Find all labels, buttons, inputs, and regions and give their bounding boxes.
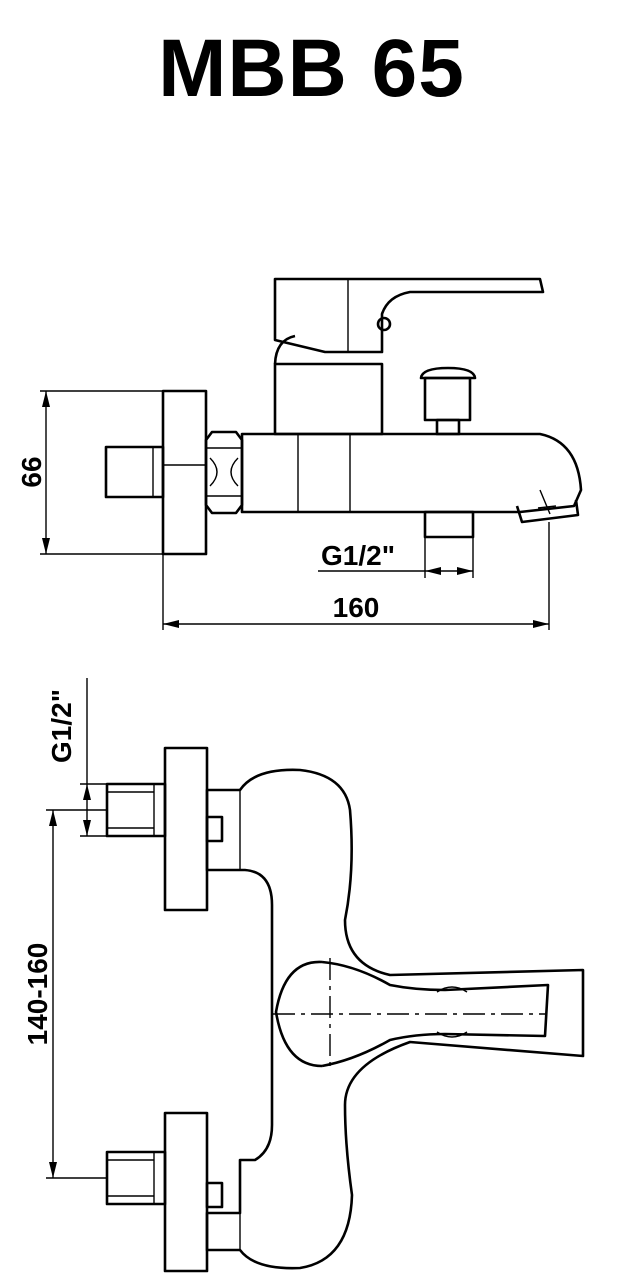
front-flange-top — [163, 746, 209, 912]
dim-thread-side: G1/2" — [321, 540, 395, 571]
side-flange — [161, 389, 208, 556]
side-cartridge-housing — [273, 362, 384, 436]
front-lever-handle — [321, 960, 550, 1068]
side-diverter-knob — [419, 366, 477, 380]
front-flange-bottom — [163, 1111, 209, 1273]
page-title: MBB 65 — [158, 23, 465, 114]
side-diverter-stem — [423, 376, 472, 422]
side-view — [40, 277, 583, 630]
front-view — [46, 678, 585, 1273]
front-body — [205, 768, 585, 1270]
dim-spacing: 140-160 — [22, 943, 53, 1046]
dim-height-66: 66 — [16, 456, 47, 487]
side-hex-nut — [204, 430, 244, 515]
dim-width-160: 160 — [333, 592, 380, 623]
side-inlet-connector — [104, 445, 165, 499]
side-aerator — [515, 499, 580, 524]
side-lever — [273, 277, 545, 354]
side-shower-outlet — [423, 510, 475, 539]
side-body-spout — [240, 432, 583, 514]
front-lever-dome — [274, 960, 323, 1068]
dim-thread-front: G1/2" — [46, 689, 77, 763]
